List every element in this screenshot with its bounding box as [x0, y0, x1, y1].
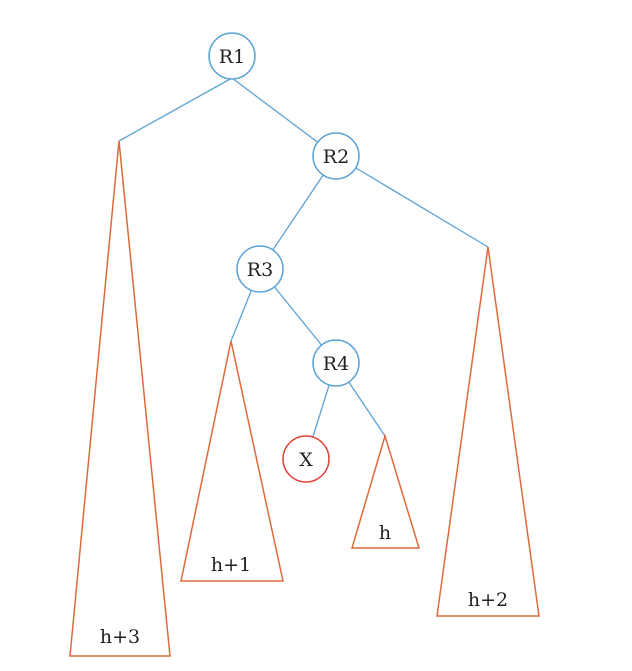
subtree-r4-right: h — [350, 433, 421, 549]
node-circle-highlight — [282, 435, 330, 483]
node-x: X — [282, 435, 330, 483]
node-circle — [312, 339, 360, 387]
edge-r2-right-subtree — [335, 155, 489, 248]
node-r4: R4 — [312, 339, 360, 387]
subtree-triangle — [350, 433, 421, 549]
subtree-triangle — [180, 340, 284, 582]
node-label: R1 — [219, 46, 245, 68]
node-r2: R2 — [312, 132, 360, 180]
node-r3: R3 — [236, 245, 284, 293]
node-circle — [312, 132, 360, 180]
node-r1: R1 — [208, 32, 256, 80]
subtree-triangle — [436, 246, 540, 617]
subtree-label: h+2 — [468, 589, 508, 611]
node-label: R4 — [323, 353, 349, 375]
subtree-triangle — [69, 140, 171, 657]
node-label: R2 — [323, 146, 349, 168]
subtree-label: h — [379, 522, 391, 544]
subtree-label: h+1 — [211, 554, 251, 576]
subtree-label: h+3 — [100, 626, 140, 648]
node-circle — [236, 245, 284, 293]
edge-r1-left-subtree — [118, 77, 233, 142]
tree-edges — [118, 77, 489, 460]
node-circle — [208, 32, 256, 80]
subtree-r2-right: h+2 — [436, 246, 540, 617]
node-label: X — [299, 449, 313, 471]
subtree-r3-left: h+1 — [180, 340, 284, 582]
node-label: R3 — [247, 259, 273, 281]
subtree-r1-left: h+3 — [69, 140, 171, 657]
